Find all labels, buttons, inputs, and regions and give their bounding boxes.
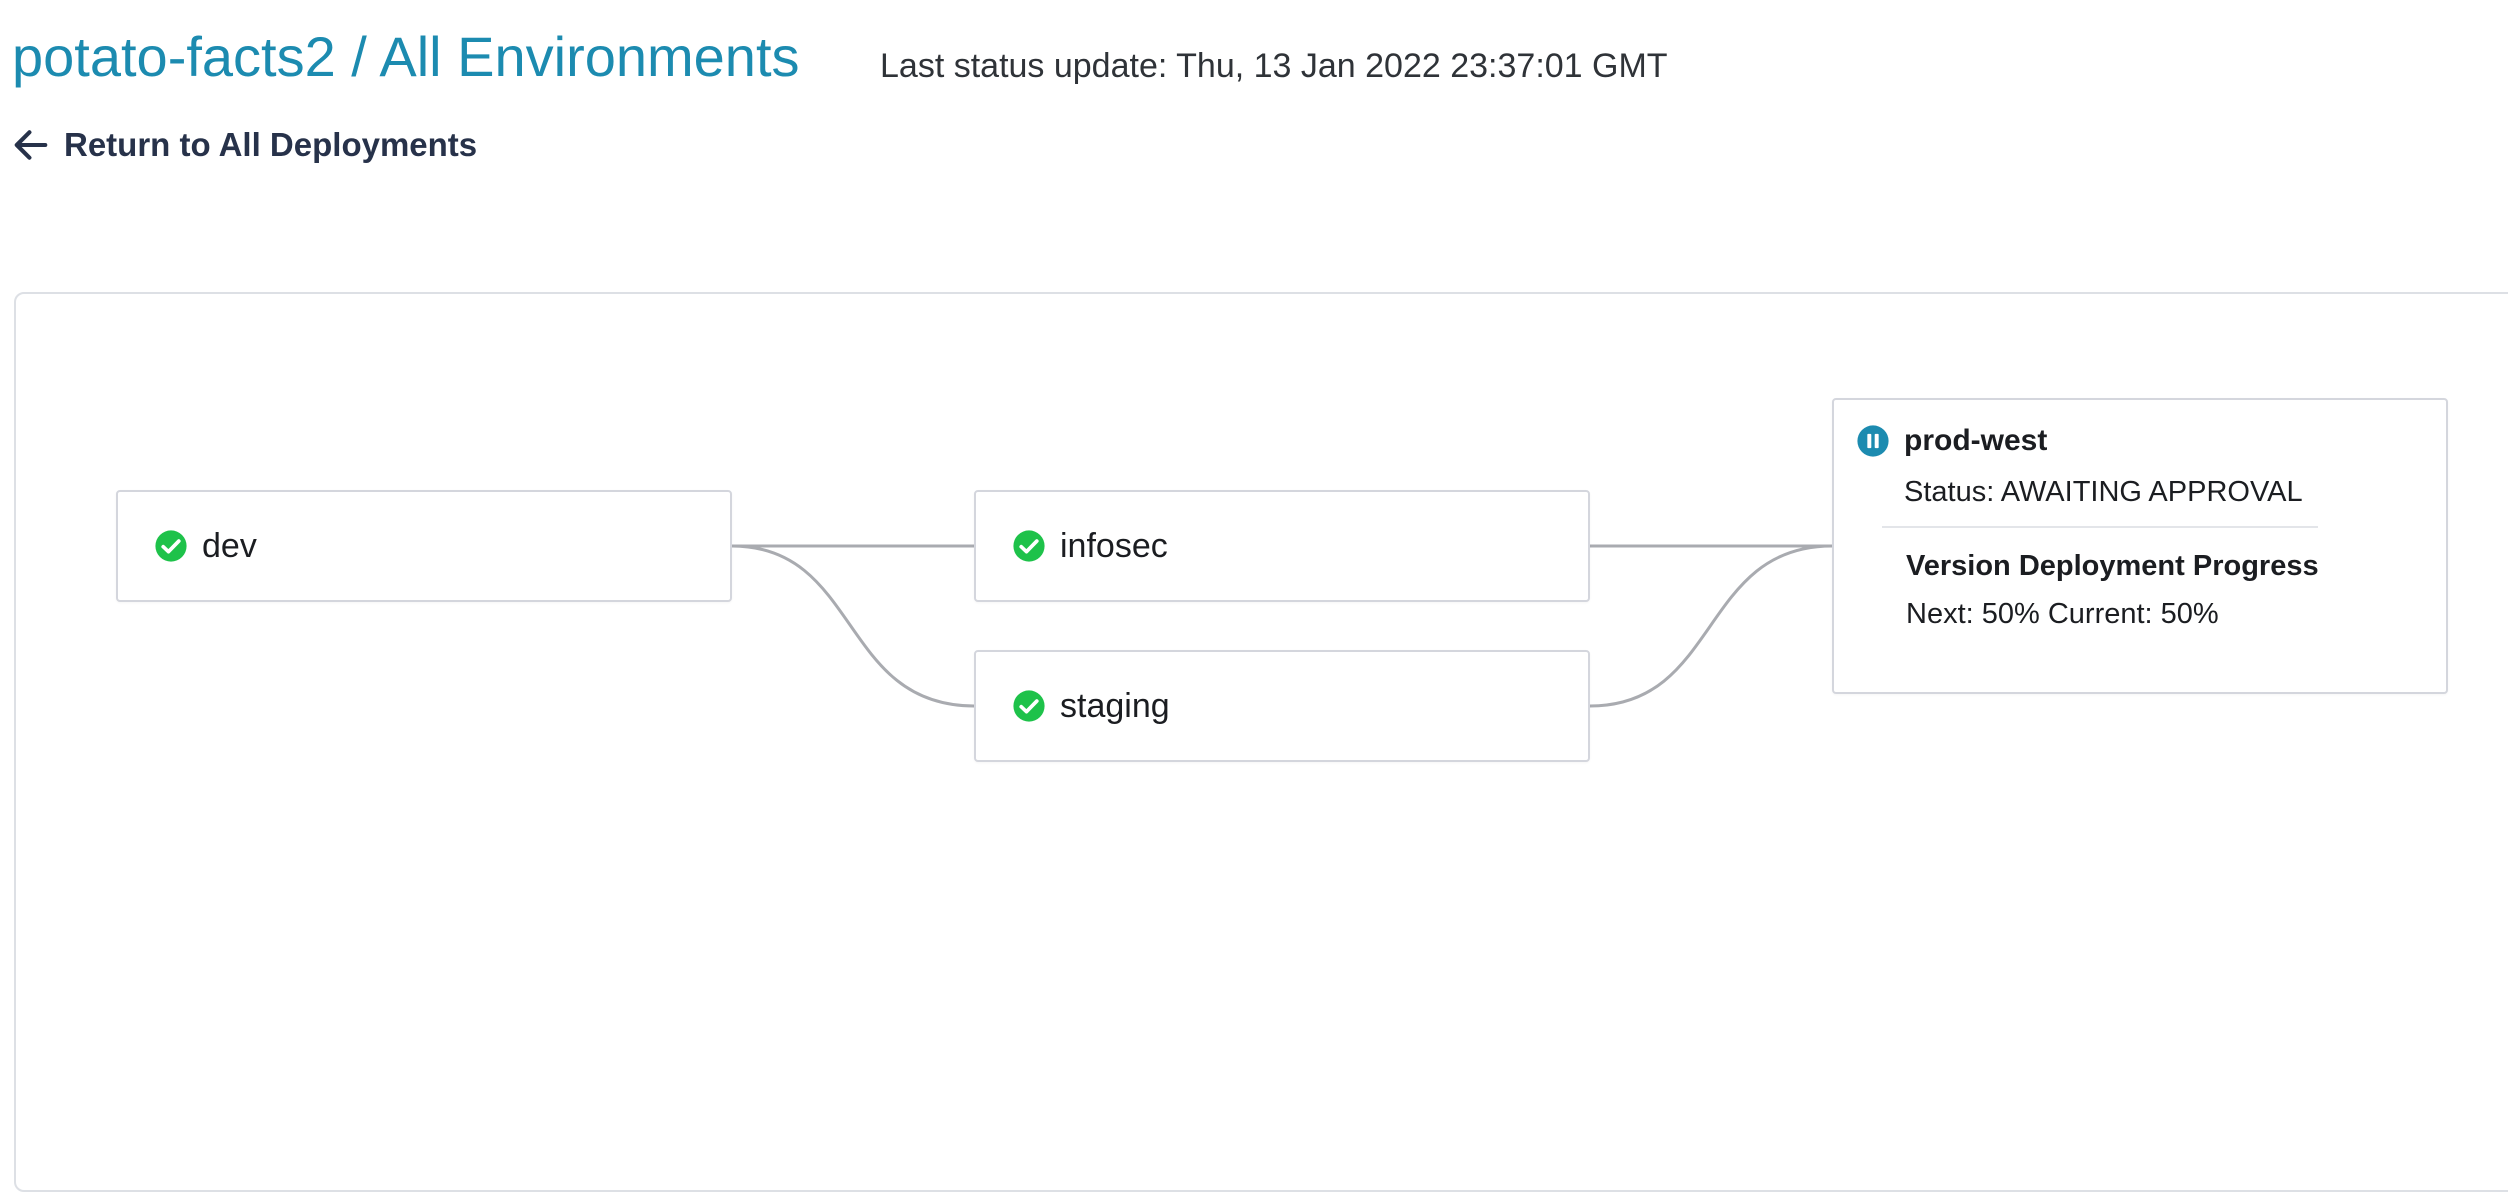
- last-status-update: Last status update: Thu, 13 Jan 2022 23:…: [880, 47, 1668, 85]
- progress-title: Version Deployment Progress: [1906, 550, 2319, 582]
- env-node-staging[interactable]: staging: [974, 650, 1590, 762]
- env-node-infosec[interactable]: infosec: [974, 490, 1590, 602]
- env-node-prod-west[interactable]: prod-west Status: AWAITING APPROVAL Vers…: [1832, 398, 2448, 694]
- prod-status: Status: AWAITING APPROVAL: [1904, 476, 2303, 508]
- check-circle-icon: [155, 530, 187, 562]
- env-name: staging: [1060, 686, 1170, 725]
- progress-values: Next: 50% Current: 50%: [1906, 598, 2219, 630]
- back-link-label: Return to All Deployments: [64, 126, 478, 163]
- page-title: potato-facts2 / All Environments: [12, 25, 800, 88]
- check-circle-icon: [1013, 530, 1045, 562]
- arrow-left-icon: [14, 130, 48, 160]
- divider: [1882, 526, 2318, 528]
- check-circle-icon: [1013, 690, 1045, 722]
- pause-circle-icon: [1857, 425, 1889, 457]
- env-node-dev[interactable]: dev: [116, 490, 732, 602]
- page-header: potato-facts2 / All Environments Last st…: [0, 0, 2508, 200]
- env-name: dev: [202, 526, 257, 565]
- env-name: infosec: [1060, 526, 1168, 565]
- return-to-all-deployments-link[interactable]: Return to All Deployments: [12, 120, 477, 170]
- env-name: prod-west: [1904, 424, 2048, 457]
